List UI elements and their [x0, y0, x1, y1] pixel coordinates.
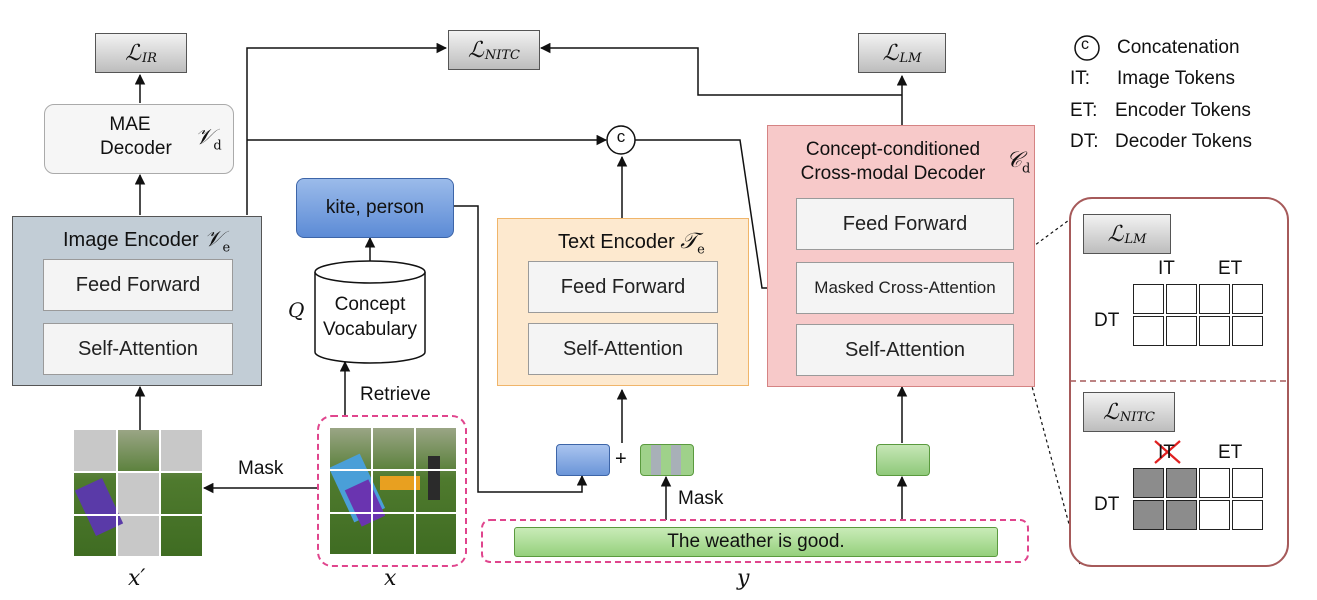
image-encoder-self-attention: Self-Attention — [43, 323, 233, 375]
mask-cell — [1199, 468, 1230, 498]
decoder-symbol: 𝒞 — [1006, 148, 1023, 173]
caption-text: The weather is good. — [514, 527, 998, 557]
mae-symbol: 𝒱 — [195, 125, 214, 150]
text-encoder-self-attention: Self-Attention — [528, 323, 718, 375]
image-encoder-symbol: 𝒱 — [204, 227, 223, 252]
mask-cell — [1232, 316, 1263, 346]
decoder-self-attention: Self-Attention — [796, 324, 1014, 376]
text-encoder-title: Text Encoder — [558, 231, 675, 253]
mask-cell — [1166, 316, 1197, 346]
mask-cell — [1232, 500, 1263, 530]
mask-cell — [1232, 284, 1263, 314]
text-encoder-symbol-sub: e — [697, 242, 705, 258]
mask-cell — [1133, 316, 1164, 346]
image-encoder-title: Image Encoder — [63, 229, 199, 251]
loss-symbol: ℒ — [468, 37, 484, 63]
panel-top-it: IT — [1158, 258, 1175, 279]
loss-symbol: ℒ — [1107, 221, 1124, 247]
loss-subscript: NITC — [1119, 409, 1155, 425]
panel-bottom-dt: DT — [1094, 494, 1120, 515]
legend-dt-text: Decoder Tokens — [1115, 131, 1252, 152]
mask-cell — [1133, 284, 1164, 314]
legend-it-text: Image Tokens — [1117, 68, 1235, 89]
decoder-symbol-sub: d — [1022, 161, 1031, 177]
mask-label-text: Mask — [678, 488, 724, 509]
loss-subscript: LM — [899, 50, 922, 66]
label-x: x — [384, 566, 397, 591]
image-encoder-feed-forward: Feed Forward — [43, 259, 233, 311]
input-image-x — [330, 428, 456, 554]
panel-top-et: ET — [1218, 258, 1243, 279]
panel-bottom-et: ET — [1218, 442, 1243, 463]
loss-symbol: ℒ — [125, 40, 141, 66]
plus-sign: + — [615, 448, 627, 470]
loss-symbol: ℒ — [882, 40, 899, 66]
vocab-line2: Vocabulary — [322, 319, 417, 340]
loss-subscript: NITC — [484, 47, 520, 63]
legend-concat-text: Concatenation — [1117, 37, 1240, 58]
mask-cell — [1232, 468, 1263, 498]
decoder-token — [876, 444, 930, 476]
loss-symbol: ℒ — [1103, 399, 1119, 425]
masked-image-x-prime — [74, 430, 202, 556]
retrieved-concepts: kite, person — [296, 178, 454, 238]
concat-symbol: c — [616, 127, 626, 146]
text-encoder: Text Encoder 𝒯e Feed Forward Self-Attent… — [497, 218, 749, 386]
label-y: y — [737, 566, 750, 591]
vocab-q-label: Q — [288, 298, 305, 322]
mask-cell — [1166, 500, 1197, 530]
mae-line1: MAE — [109, 114, 151, 135]
concept-token — [556, 444, 610, 476]
mae-symbol-sub: d — [213, 138, 222, 154]
image-encoder: Image Encoder 𝒱e Feed Forward Self-Atten… — [12, 216, 262, 386]
mask-cell — [1133, 500, 1164, 530]
mask-cell — [1199, 316, 1230, 346]
masked-text-token — [640, 444, 694, 476]
text-encoder-feed-forward: Feed Forward — [528, 261, 718, 313]
decoder-title2: Cross-modal Decoder — [800, 163, 986, 184]
mask-cell — [1166, 284, 1197, 314]
panel-top-dt: DT — [1094, 310, 1120, 331]
mask-cell — [1133, 468, 1164, 498]
legend-it-key: IT: — [1070, 68, 1091, 89]
decoder-masked-cross-attention: Masked Cross-Attention — [796, 262, 1014, 314]
decoder-title1: Concept-conditioned — [805, 139, 981, 160]
mask-cell — [1199, 284, 1230, 314]
legend-dt-key: DT: — [1070, 131, 1099, 152]
mae-line2: Decoder — [100, 138, 172, 159]
legend-et-key: ET: — [1070, 100, 1098, 121]
vocab-line1: Concept — [334, 294, 406, 315]
mask-cell — [1166, 468, 1197, 498]
legend-et-text: Encoder Tokens — [1115, 100, 1251, 121]
mask-cell — [1199, 500, 1230, 530]
label-x-prime: x′ — [128, 566, 146, 591]
legend-concat-key: c — [1081, 36, 1089, 53]
retrieve-label: Retrieve — [360, 384, 431, 405]
cross-modal-decoder: Concept-conditioned Cross-modal Decoder … — [767, 125, 1035, 387]
image-encoder-symbol-sub: e — [222, 240, 231, 256]
loss-subscript: IR — [141, 50, 157, 66]
text-encoder-symbol: 𝒯 — [680, 229, 698, 254]
mae-decoder: MAE Decoder 𝒱d — [44, 104, 234, 174]
loss-subscript: LM — [1124, 231, 1147, 247]
mask-label-image: Mask — [238, 458, 284, 479]
panel-bottom-it: IT — [1158, 442, 1175, 463]
decoder-feed-forward: Feed Forward — [796, 198, 1014, 250]
